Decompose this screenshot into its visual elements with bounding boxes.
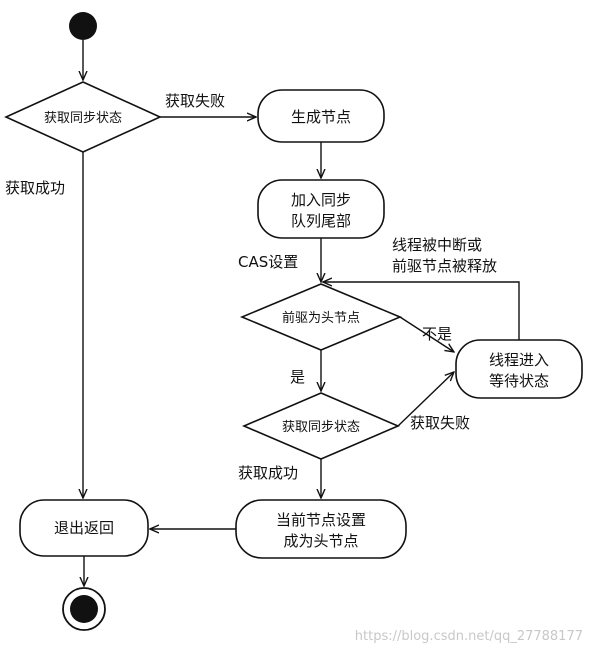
action-add-to-queue-tail-label-1: 加入同步 <box>291 191 351 209</box>
decision-get-sync-state-top-label: 获取同步状态 <box>44 111 122 126</box>
action-set-current-as-head-label-2: 成为头节点 <box>283 532 358 550</box>
edge-fail-to-wait <box>397 372 454 427</box>
edge-label-not: 不是 <box>422 325 452 343</box>
edge-label-success-left: 获取成功 <box>5 179 65 197</box>
edge-label-cas-set: CAS设置 <box>238 253 298 271</box>
edge-label-success-bottom: 获取成功 <box>238 464 298 482</box>
edge-label-yes: 是 <box>290 368 305 386</box>
action-add-to-queue-tail-label-2: 队列尾部 <box>291 212 351 230</box>
watermark-text: https://blog.csdn.net/qq_27788177 <box>355 629 583 644</box>
action-generate-node-label: 生成节点 <box>291 108 351 126</box>
edge-not-to-wait <box>399 316 454 352</box>
action-exit-return-label: 退出返回 <box>54 519 114 537</box>
end-node-inner <box>70 595 98 623</box>
edge-label-interrupt-1: 线程被中断或 <box>392 236 482 254</box>
decision-get-sync-state-bottom-label: 获取同步状态 <box>282 420 360 435</box>
start-node <box>69 12 97 40</box>
edge-label-fail-top: 获取失败 <box>165 92 225 110</box>
decision-predecessor-is-head-label: 前驱为头节点 <box>282 310 360 326</box>
action-set-current-as-head-label-1: 当前节点设置 <box>276 511 366 529</box>
action-thread-wait-state-label-2: 等待状态 <box>489 372 549 390</box>
action-thread-wait-state-label-1: 线程进入 <box>489 351 549 369</box>
edge-label-fail-bottom: 获取失败 <box>410 414 470 432</box>
edge-label-interrupt-2: 前驱节点被释放 <box>392 257 497 275</box>
edge-wait-loop-back <box>323 282 520 340</box>
